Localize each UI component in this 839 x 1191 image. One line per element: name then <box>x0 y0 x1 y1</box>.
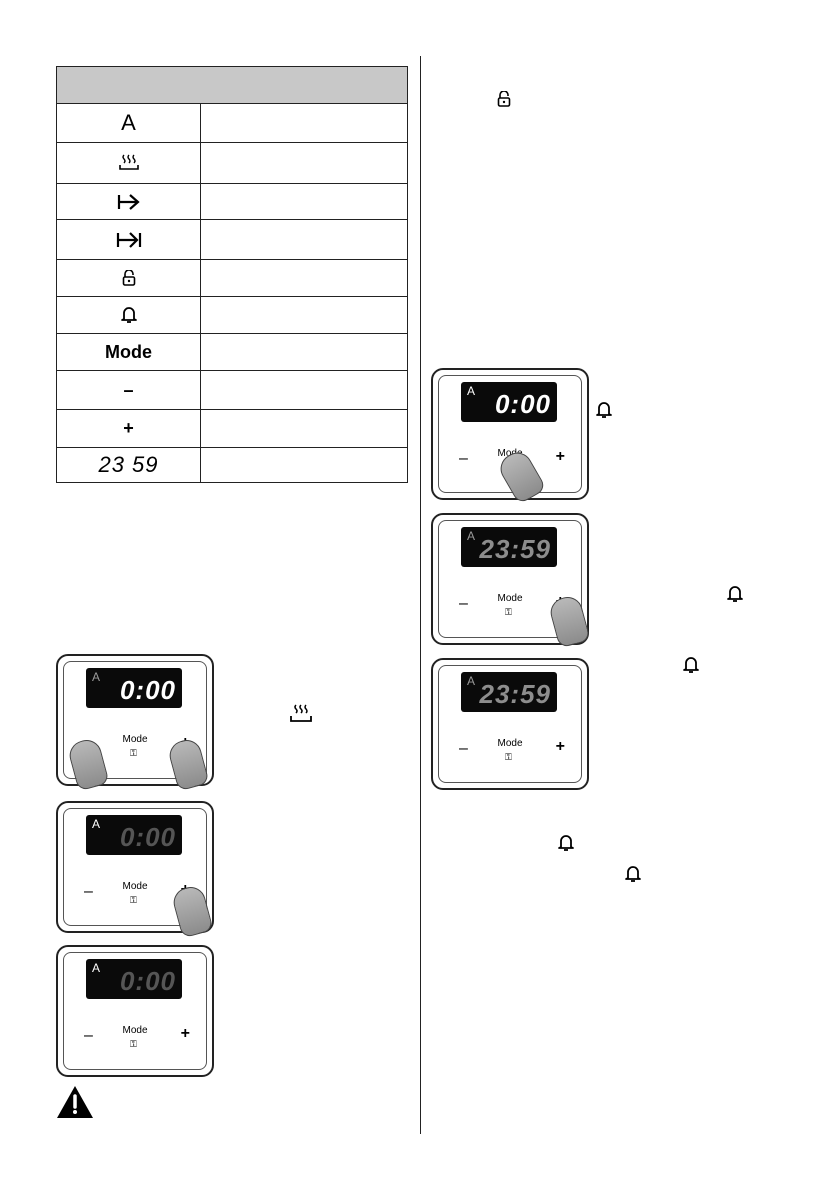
mode-button[interactable]: Mode <box>497 738 523 749</box>
arrow-right-bar-icon <box>116 231 141 248</box>
key-icon: ⚿ <box>130 895 137 905</box>
mode-button[interactable]: Mode <box>497 593 523 604</box>
arrow-right-icon <box>117 193 140 210</box>
control-panel-step-5: A 23:59 – Mode + ⚿ <box>431 513 591 649</box>
auto-indicator: A <box>92 817 101 831</box>
symbol-legend-table: A Mode – + <box>56 66 408 483</box>
display: A 23:59 <box>461 672 557 712</box>
minus-button[interactable]: – <box>84 1027 93 1044</box>
control-panel-step-2: A 0:00 – Mode + ⚿ <box>56 801 214 939</box>
lock-icon <box>122 270 135 286</box>
minus-button[interactable]: – <box>459 450 468 467</box>
column-divider <box>420 56 421 1134</box>
legend-row: Mode <box>57 334 407 371</box>
plus-button[interactable]: + <box>180 1025 190 1042</box>
minus-button[interactable]: – <box>84 883 93 900</box>
display: A 0:00 <box>86 668 182 708</box>
lock-icon <box>497 91 511 107</box>
bell-icon <box>596 402 612 418</box>
key-icon: ⚿ <box>505 607 512 617</box>
control-panel-step-1: A 0:00 – Mode + ⚿ <box>56 654 214 792</box>
warning-icon <box>57 1086 93 1118</box>
legend-row <box>57 220 407 260</box>
control-panel-step-6: A 23:59 – Mode + ⚿ <box>431 658 589 790</box>
legend-row <box>57 184 407 220</box>
pan-heat-icon <box>290 704 312 722</box>
auto-indicator: A <box>467 674 476 688</box>
bell-icon <box>727 586 743 602</box>
minus-symbol: – <box>123 379 134 400</box>
legend-row <box>57 143 407 184</box>
plus-button[interactable]: + <box>555 448 565 465</box>
legend-header <box>57 67 407 104</box>
auto-indicator: A <box>92 961 101 975</box>
time-digits: 0:00 <box>119 966 176 996</box>
key-icon: ⚿ <box>505 752 512 762</box>
display: A 0:00 <box>86 815 182 855</box>
auto-indicator: A <box>467 384 476 398</box>
mode-symbol: Mode <box>105 341 152 362</box>
time-digits: 0:00 <box>119 822 176 852</box>
minus-button[interactable]: – <box>459 740 468 757</box>
display: A 23:59 <box>461 527 557 567</box>
minus-button[interactable]: – <box>459 595 468 612</box>
legend-row <box>57 260 407 297</box>
pan-heat-icon <box>118 154 139 170</box>
time-range-symbol: 23 59 <box>98 452 159 477</box>
bell-icon <box>558 835 574 851</box>
legend-row: + <box>57 410 407 448</box>
bell-icon <box>120 307 137 323</box>
time-digits: 0:00 <box>119 675 176 705</box>
plus-button[interactable]: + <box>555 738 565 755</box>
key-icon: ⚿ <box>130 1039 137 1049</box>
time-digits: 0:00 <box>494 389 551 419</box>
bell-icon <box>683 657 699 673</box>
mode-button[interactable]: Mode <box>122 734 148 745</box>
display: A 0:00 <box>461 382 557 422</box>
auto-indicator: A <box>92 670 101 684</box>
time-digits: 23:59 <box>479 679 551 709</box>
display: A 0:00 <box>86 959 182 999</box>
legend-row: – <box>57 371 407 410</box>
legend-row: 23 59 <box>57 448 407 482</box>
legend-row: A <box>57 104 407 143</box>
auto-symbol: A <box>121 110 136 135</box>
mode-button[interactable]: Mode <box>122 881 148 892</box>
plus-symbol: + <box>123 418 134 438</box>
control-panel-step-3: A 0:00 – Mode + ⚿ <box>56 945 214 1077</box>
bell-icon <box>625 866 641 882</box>
mode-button[interactable]: Mode <box>122 1025 148 1036</box>
auto-indicator: A <box>467 529 476 543</box>
key-icon: ⚿ <box>130 748 137 758</box>
legend-row <box>57 297 407 334</box>
time-digits: 23:59 <box>479 534 551 564</box>
control-panel-step-4: A 0:00 – Mode + <box>431 368 589 505</box>
